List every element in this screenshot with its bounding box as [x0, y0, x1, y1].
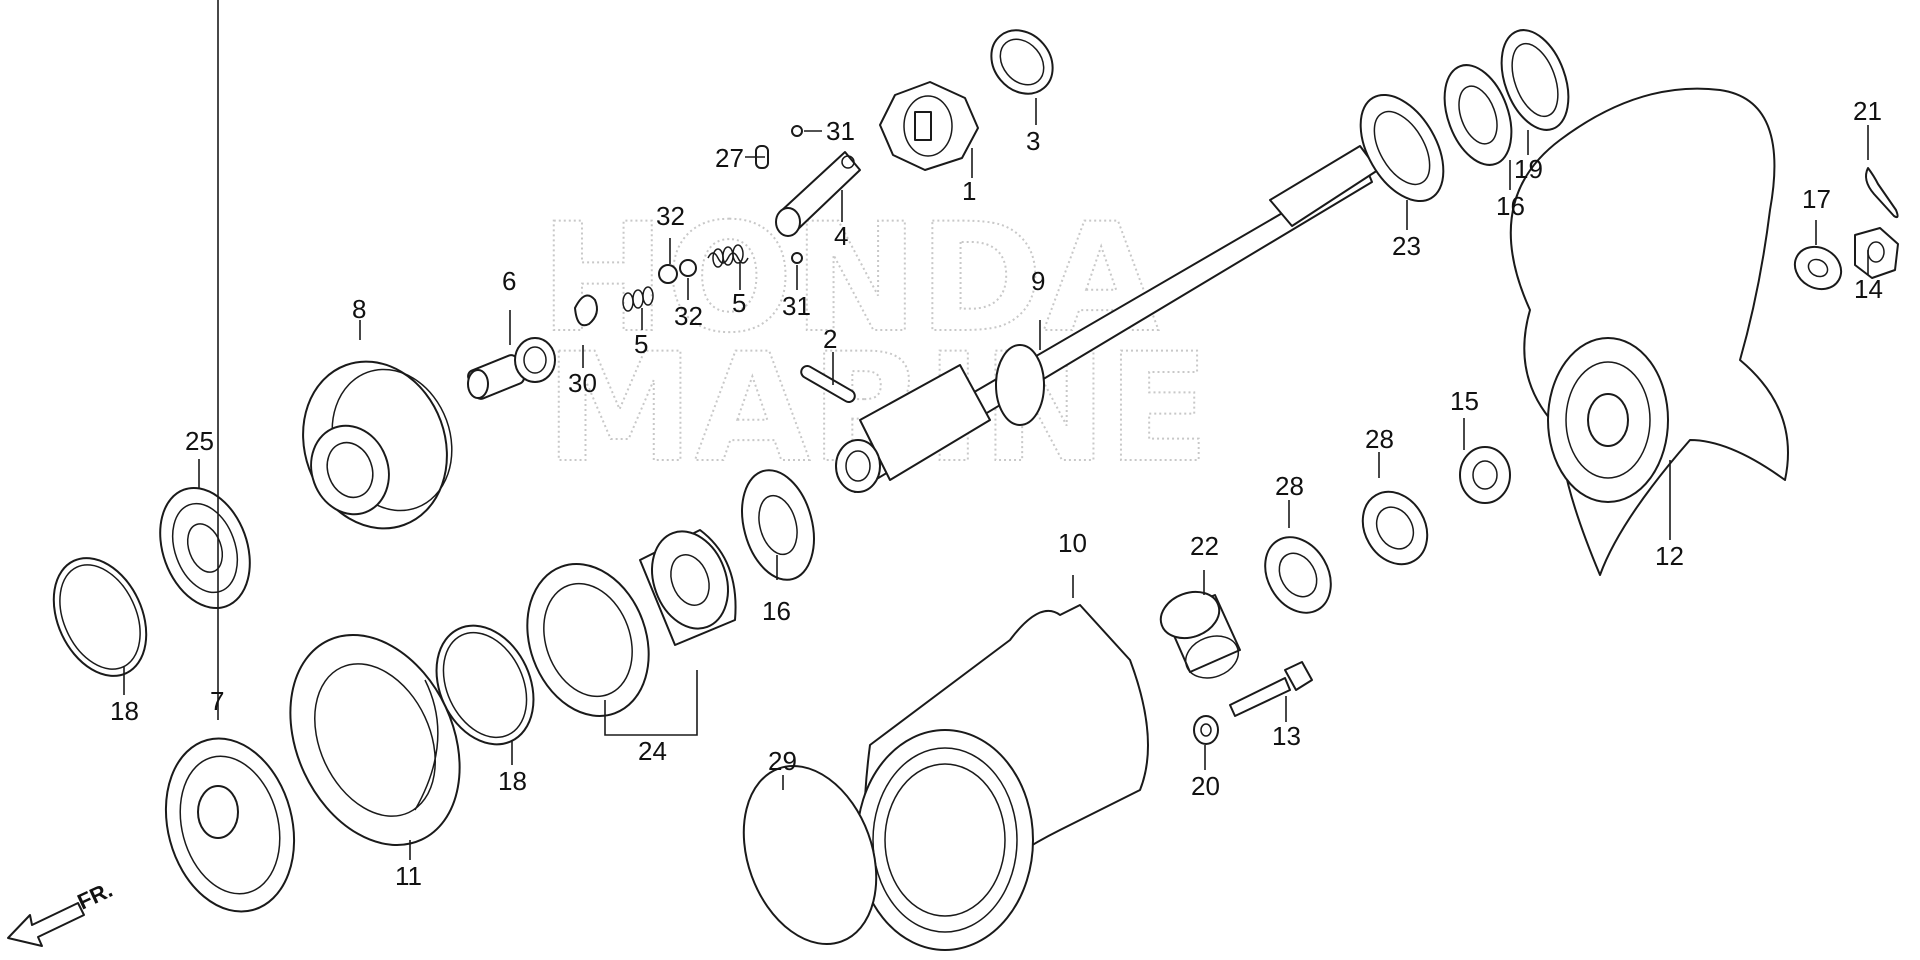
callout-29: 29: [768, 746, 797, 776]
part-17-washer[interactable]: [1787, 239, 1849, 298]
front-direction-indicator: FR.: [7, 877, 116, 947]
callout-7: 7: [210, 686, 224, 716]
callout-15: 15: [1450, 386, 1479, 416]
part-30-clip[interactable]: [574, 294, 598, 327]
part-13-bolt[interactable]: [1229, 661, 1313, 717]
callout-4: 4: [834, 221, 848, 251]
part-19-washer[interactable]: [1489, 21, 1581, 139]
callout-22: 22: [1190, 531, 1219, 561]
callout-32-upper: 32: [656, 201, 685, 231]
part-32-ball-left[interactable]: [658, 264, 678, 284]
callout-27: 27: [715, 143, 744, 173]
part-6-plunger[interactable]: [466, 337, 556, 401]
part-2-pin[interactable]: [799, 364, 857, 404]
part-23-thrust-bearing[interactable]: [1344, 81, 1461, 215]
callout-11: 11: [395, 861, 422, 891]
callout-8: 8: [352, 294, 366, 324]
callout-6: 6: [502, 266, 516, 296]
callout-30: 30: [568, 368, 597, 398]
callout-1: 1: [962, 176, 976, 206]
part-5-spring-upper[interactable]: [707, 244, 749, 268]
callout-23: 23: [1392, 231, 1421, 261]
callout-21: 21: [1853, 96, 1882, 126]
watermark-line-1: HONDA: [540, 192, 1159, 366]
callout-12: 12: [1655, 541, 1684, 571]
callout-19: 19: [1514, 154, 1543, 184]
watermark: HONDA MARINE: [539, 191, 1211, 497]
part-31-ball-upper[interactable]: [791, 125, 803, 137]
part-14-nut[interactable]: [1854, 227, 1899, 279]
part-3-ring[interactable]: [979, 18, 1066, 106]
callouts: 1 2 3 4 5 5 6 7 8 9 10 11 12 13 14 15 16…: [110, 96, 1883, 891]
callout-10: 10: [1058, 528, 1087, 558]
part-12-propeller[interactable]: [1509, 87, 1789, 576]
callout-18-center: 18: [498, 766, 527, 796]
callout-9: 9: [1031, 266, 1045, 296]
callout-13: 13: [1272, 721, 1301, 751]
part-28-oil-seal-right[interactable]: [1350, 480, 1440, 576]
callout-24: 24: [638, 736, 667, 766]
part-29-o-ring[interactable]: [720, 747, 899, 960]
part-15-bushing[interactable]: [1459, 446, 1511, 504]
part-32-ball-right[interactable]: [679, 259, 697, 277]
callout-16-lower: 16: [762, 596, 791, 626]
callout-5-lower: 5: [634, 329, 648, 359]
part-31-ball-lower[interactable]: [791, 252, 803, 264]
part-20-washer[interactable]: [1193, 715, 1219, 745]
callout-5-upper: 5: [732, 288, 746, 318]
callout-32-lower: 32: [674, 301, 703, 331]
part-7-forward-gear[interactable]: [147, 724, 312, 926]
front-arrow-icon: [7, 902, 85, 947]
leader-lines: [123, 0, 1869, 860]
part-25-ball-bearing[interactable]: [144, 475, 265, 620]
part-8-reverse-gear[interactable]: [280, 341, 471, 549]
callout-17: 17: [1802, 184, 1831, 214]
callout-3: 3: [1026, 126, 1040, 156]
callout-31-lower: 31: [782, 291, 811, 321]
part-5-spring-lower[interactable]: [622, 286, 654, 312]
part-16-washer-upper[interactable]: [1432, 56, 1524, 174]
part-9-propeller-shaft[interactable]: [835, 145, 1379, 493]
part-4-shifter-shaft[interactable]: [775, 151, 861, 237]
part-10-bearing-holder[interactable]: [856, 604, 1149, 951]
part-22-needle-bearing[interactable]: [1154, 584, 1244, 685]
part-11-bearing-holder[interactable]: [258, 607, 492, 872]
callout-16-upper: 16: [1496, 191, 1525, 221]
part-24-tapered-bearing[interactable]: [507, 521, 741, 733]
callout-25: 25: [185, 426, 214, 456]
part-1-clutch[interactable]: [879, 81, 979, 171]
part-21-cotter-pin[interactable]: [1865, 167, 1899, 219]
callout-20: 20: [1191, 771, 1220, 801]
callout-18-left: 18: [110, 696, 139, 726]
callout-28-left: 28: [1275, 471, 1304, 501]
part-28-oil-seal-left[interactable]: [1252, 525, 1344, 624]
callout-14: 14: [1854, 274, 1883, 304]
callout-2: 2: [823, 324, 837, 354]
callout-28-right: 28: [1365, 424, 1394, 454]
callout-31-upper: 31: [826, 116, 855, 146]
part-16-washer-lower[interactable]: [731, 462, 826, 588]
part-18-ring-left[interactable]: [36, 543, 165, 691]
